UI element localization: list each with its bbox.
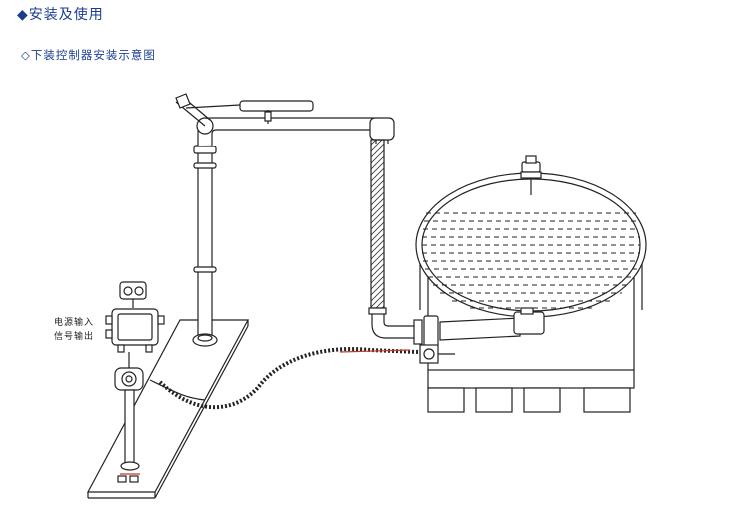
- subsection-title: ◇下装控制器安装示意图: [21, 48, 156, 62]
- bottom-loading-coupler: [413, 307, 545, 364]
- tank-icon: [415, 155, 647, 413]
- flexible-hose: [368, 139, 420, 339]
- loading-arm-icon: [175, 93, 395, 347]
- control-pole: [117, 389, 140, 483]
- spiral-cable-icon: [149, 347, 419, 410]
- power-input-label: 电源输入: [54, 318, 95, 328]
- signal-output-label: 信号输出: [54, 332, 95, 342]
- gauge-icon: [114, 352, 144, 391]
- floor-platform: [86, 319, 250, 499]
- section-title: ◆安装及使用: [17, 7, 104, 23]
- junction-box-icon: [105, 281, 165, 353]
